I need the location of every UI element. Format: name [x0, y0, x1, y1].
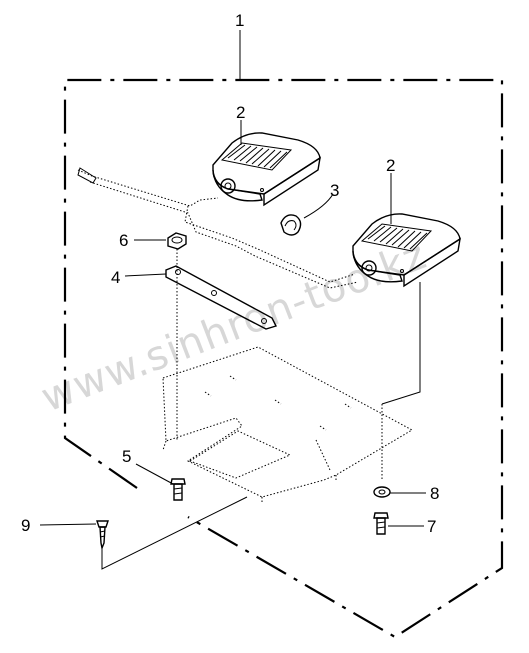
callout-3: 3 [330, 181, 339, 200]
callout-4: 4 [111, 268, 120, 287]
assembly-boundary [63, 78, 504, 639]
callout-1: 1 [235, 11, 244, 30]
screw-mount-line [101, 496, 248, 570]
washer [373, 486, 391, 498]
base-plate [162, 346, 414, 504]
callout-5: 5 [122, 447, 131, 466]
bolt-right [373, 512, 389, 535]
cable-clip [280, 214, 302, 236]
connector-nut-right [361, 260, 377, 276]
connector-nut-left [220, 178, 236, 194]
callout-7: 7 [427, 517, 436, 536]
callout-6: 6 [119, 231, 128, 250]
callout-2-left: 2 [236, 103, 245, 122]
nut [167, 232, 187, 250]
screw [96, 520, 109, 551]
callout-8: 8 [430, 484, 439, 503]
mounting-bracket [165, 265, 277, 330]
leaders [39, 120, 426, 527]
watermark-text: www.sinhron-too.kz [35, 232, 433, 421]
module-mount-line [381, 282, 421, 405]
callout-2-right: 2 [386, 156, 395, 175]
grille-left [227, 144, 288, 169]
module-right [352, 213, 461, 288]
bolt-left [170, 478, 186, 501]
cable [77, 167, 359, 289]
grille-right [367, 225, 428, 250]
module-left [212, 132, 321, 207]
callout-9: 9 [21, 516, 30, 535]
